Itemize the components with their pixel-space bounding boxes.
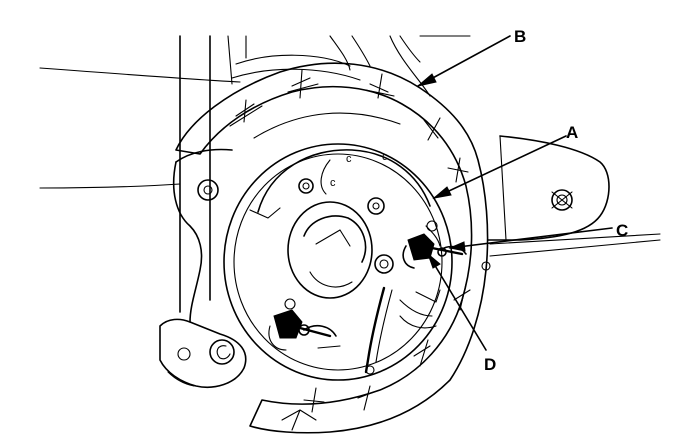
lower-clip (268, 309, 341, 351)
svg-text:c: c (330, 177, 336, 189)
svg-text:c: c (346, 153, 352, 165)
splash-guard (175, 62, 489, 434)
callout-label-c: C (616, 221, 628, 240)
svg-text:c: c (382, 151, 388, 163)
callout-label-d: D (484, 355, 496, 374)
spring-coils (231, 54, 361, 81)
mounting-bracket (487, 135, 661, 257)
callout-label-a: A (566, 123, 578, 142)
callout-label-b: B (514, 27, 526, 46)
callout-leaders (417, 35, 613, 351)
backing-plate: c c c (223, 143, 491, 381)
steering-knuckle (159, 148, 247, 388)
vehicle-body-lines (39, 35, 471, 313)
